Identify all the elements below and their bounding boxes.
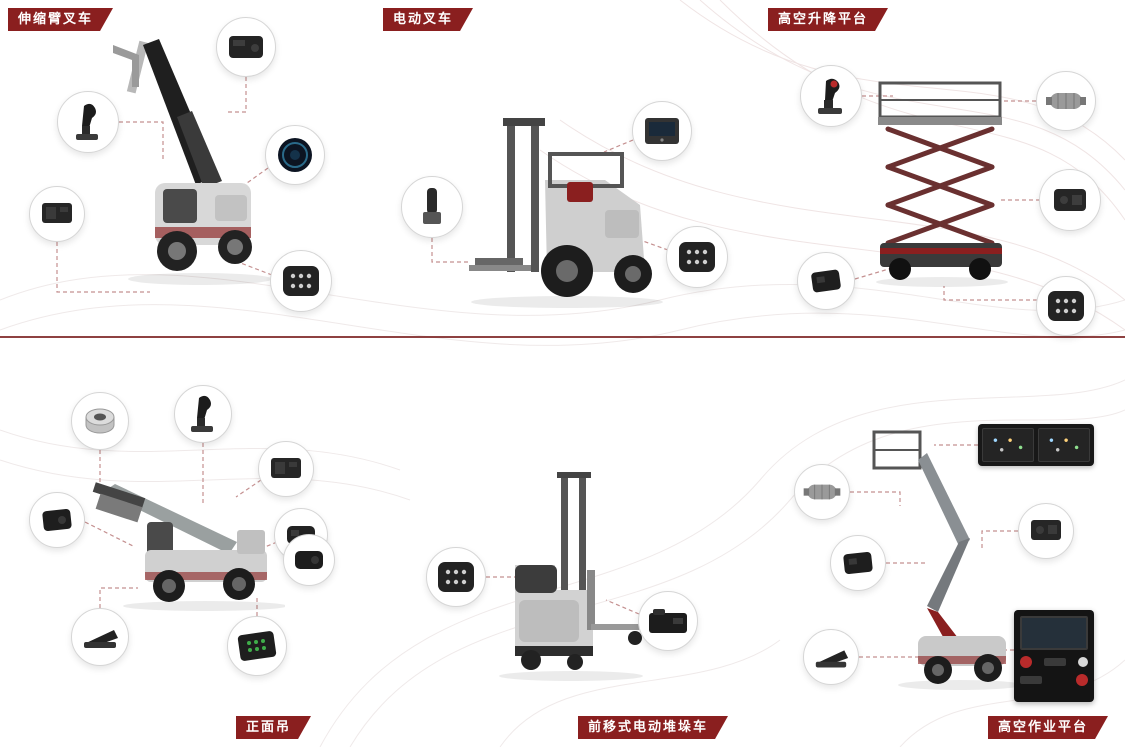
motor-cylinder-icon: [1046, 93, 1086, 109]
control-module-icon: [229, 36, 263, 58]
display-panel-right: [1038, 428, 1090, 462]
pedal-module-icon: [815, 650, 849, 668]
component-circle-control-module: [830, 535, 886, 591]
connector-pad-icon: [1048, 291, 1084, 321]
component-circle-controller-unit: [1039, 169, 1101, 231]
aerial-work-platform-illustration: [872, 430, 1020, 690]
banner-label: 高空升降平台: [778, 12, 869, 27]
component-circle-battery-module: [638, 591, 698, 651]
component-circle-connector-pad: [1036, 276, 1096, 336]
lever-module-icon: [423, 188, 441, 224]
controller-unit-icon: [1054, 189, 1086, 211]
component-circle-joystick: [174, 385, 232, 443]
switch-bar-icon: [1044, 658, 1066, 666]
battery-module-icon: [649, 609, 687, 633]
banner-label: 前移式电动堆垛车: [588, 720, 709, 735]
connector-pad-icon: [679, 242, 715, 272]
white-knob-icon: [1078, 657, 1088, 667]
banner-aerial-work-platform: 高空作业平台: [988, 716, 1108, 739]
display-panels: [978, 424, 1094, 466]
reach-stacker-illustration: [92, 482, 285, 611]
component-circle-lever-module: [401, 176, 463, 238]
reach-electric-stacker-illustration: [499, 472, 643, 681]
banner-label: 高空作业平台: [998, 720, 1089, 735]
component-circle-connector-pad: [426, 547, 486, 607]
keypad-icon: [237, 631, 277, 661]
controller-unit-icon: [1031, 520, 1061, 540]
control-station-screen: [1020, 616, 1088, 650]
ring-sensor-icon: [85, 408, 115, 434]
banner-aerial-scissor-lift: 高空升降平台: [768, 8, 888, 31]
component-circle-motor-cylinder: [1036, 71, 1096, 131]
connector-pad-icon: [283, 266, 319, 296]
joystick-icon: [191, 395, 213, 432]
controller-unit-icon: [42, 203, 72, 223]
component-circle-connector-pad: [666, 226, 728, 288]
component-circle-pedal-module: [71, 608, 129, 666]
banner-reach-electric-stacker: 前移式电动堆垛车: [578, 716, 728, 739]
component-circle-control-module: [29, 492, 85, 548]
component-circle-controller-unit: [29, 186, 85, 242]
electric-forklift-illustration: [469, 118, 663, 308]
banner-telescopic-forklift: 伸缩臂叉车: [8, 8, 113, 31]
switch-bar-icon: [1020, 676, 1042, 684]
banner-reach-stacker: 正面吊: [236, 716, 311, 739]
component-circle-display-unit: [632, 101, 692, 161]
component-circle-connector-pad: [270, 250, 332, 312]
banner-label: 正面吊: [246, 720, 292, 735]
component-circle-round-display: [265, 125, 325, 185]
component-circle-control-module: [216, 17, 276, 77]
section-divider: [0, 336, 1125, 338]
control-station: [1014, 610, 1094, 702]
component-circle-keypad: [227, 616, 287, 676]
component-circle-controller-unit: [1018, 503, 1074, 559]
aerial-scissor-lift-illustration: [876, 81, 1008, 287]
motor-cylinder-icon: [803, 484, 841, 500]
banner-label: 电动叉车: [393, 12, 454, 27]
component-circle-control-handle: [800, 65, 862, 127]
joystick-icon: [76, 103, 98, 140]
component-circle-joystick: [57, 91, 119, 153]
display-unit-icon: [645, 118, 679, 144]
controller-unit-icon: [271, 458, 301, 478]
panel-lights-icon: [1043, 433, 1085, 457]
component-circle-motor-cylinder: [794, 464, 850, 520]
red-knob-icon: [1020, 656, 1032, 668]
component-circle-armrest-module-2: [283, 534, 335, 586]
component-circle-controller-unit: [258, 441, 314, 497]
round-display-icon: [278, 138, 312, 172]
pedal-module-icon: [84, 630, 118, 648]
control-module-icon: [811, 269, 841, 293]
component-circle-ring-sensor: [71, 392, 129, 450]
control-handle-icon: [818, 78, 842, 114]
panel-lights-icon: [987, 433, 1029, 457]
connector-pad-icon: [438, 562, 474, 592]
banner-electric-forklift: 电动叉车: [383, 8, 473, 31]
display-panel-left: [982, 428, 1034, 462]
banner-label: 伸缩臂叉车: [18, 12, 94, 27]
component-circle-pedal-module: [803, 629, 859, 685]
control-module-icon: [843, 551, 873, 575]
armrest-module-icon: [295, 551, 323, 569]
control-module-icon: [42, 508, 72, 532]
component-circle-control-module: [797, 252, 855, 310]
red-knob-icon: [1076, 674, 1088, 686]
telescopic-forklift-illustration: [113, 39, 272, 285]
